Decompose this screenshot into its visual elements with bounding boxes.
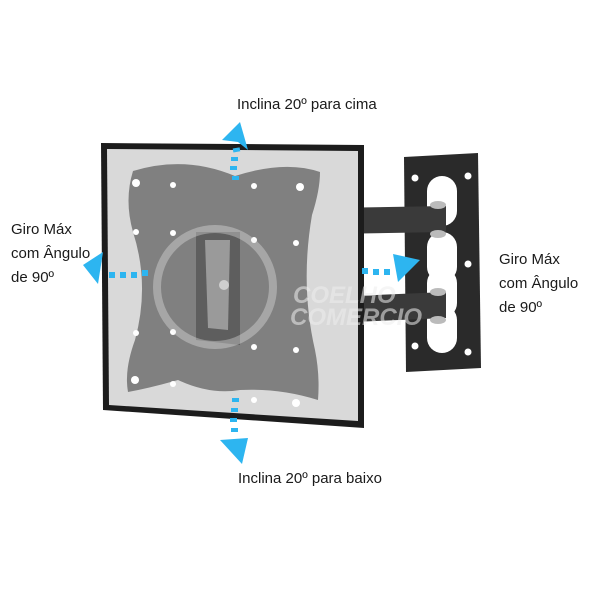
swivel-right-label: Giro Máx com Ângulo de 90º [499, 248, 578, 320]
watermark-line-1: COELHO [293, 282, 396, 309]
swivel-right-line-3: de 90º [499, 299, 543, 316]
swivel-left-label: Giro Máx com Ângulo de 90º [11, 218, 90, 290]
tilt-up-label: Inclina 20º para cima [237, 96, 377, 113]
tilt-down-label: Inclina 20º para baixo [238, 470, 382, 487]
watermark-line-2: COMERCIO [290, 304, 422, 331]
vesa-plate [126, 164, 320, 407]
swivel-right-line-1: Giro Máx [499, 251, 560, 268]
swivel-left-line-3: de 90º [11, 269, 55, 286]
tilt-down-arrow-icon [220, 398, 248, 464]
swivel-right-line-2: com Ângulo [499, 275, 579, 292]
swivel-left-arrow-icon [83, 252, 148, 284]
watermark [153, 225, 277, 349]
swivel-left-line-2: com Ângulo [11, 245, 91, 262]
swivel-right-arrow-icon [362, 254, 420, 282]
swivel-left-line-1: Giro Máx [11, 221, 72, 238]
tilt-up-arrow-icon [222, 122, 248, 180]
